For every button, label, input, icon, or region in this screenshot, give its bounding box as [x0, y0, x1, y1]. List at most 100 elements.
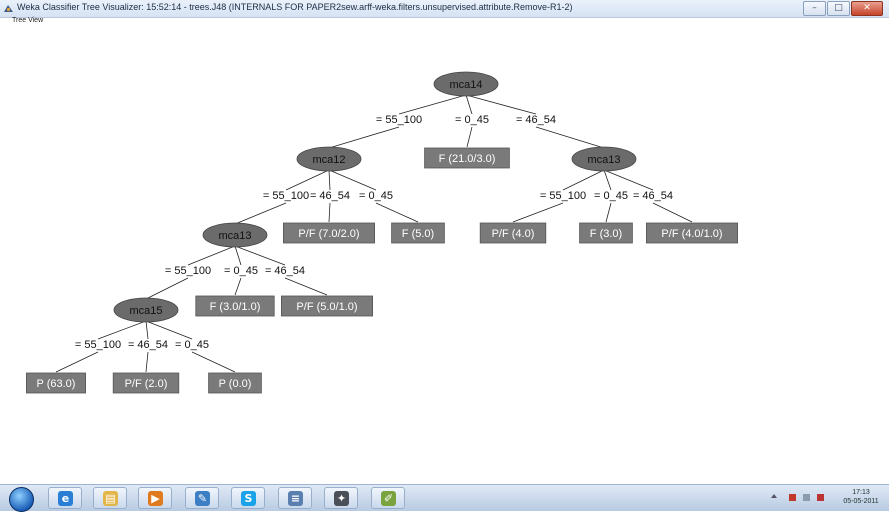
edge-line: [234, 277, 242, 296]
node-ellipse: [571, 146, 637, 172]
taskbar-app-button[interactable]: ▶: [138, 487, 172, 509]
leaf-label: F (21.0/3.0): [439, 153, 496, 165]
taskbar-app-button[interactable]: ▤: [93, 487, 127, 509]
edge-line: [145, 351, 149, 373]
edge-label: = 46_54: [516, 114, 556, 126]
leaf-label: P/F (2.0): [125, 378, 168, 390]
edge-label: = 55_100: [376, 114, 422, 126]
edge-label: = 0_45: [594, 190, 628, 202]
edge-line: [234, 245, 242, 266]
taskbar-app-button[interactable]: ✦: [324, 487, 358, 509]
tree-edge: = 46_54: [603, 169, 693, 223]
minimize-button[interactable]: –: [803, 1, 826, 16]
taskbar-app-button[interactable]: S: [231, 487, 265, 509]
start-button[interactable]: [9, 487, 34, 512]
edge-label: = 55_100: [263, 190, 309, 202]
taskbar: e ▤ ▶ ✎ S ≡ ✦ ✐ 17:13 05-05-2011: [0, 484, 889, 512]
tree-leaf[interactable]: P/F (7.0/2.0): [282, 222, 375, 244]
tree-edge: = 55_100: [328, 94, 467, 149]
leaf-box: [479, 222, 547, 244]
node-label: mca15: [129, 305, 162, 317]
tree-leaf[interactable]: P (0.0): [208, 372, 262, 394]
tree-edge: = 0_45: [224, 245, 258, 296]
edge-label: = 0_45: [224, 265, 258, 277]
edge-line: [605, 202, 612, 223]
edge-line: [562, 169, 605, 191]
leaf-label: F (3.0/1.0): [210, 301, 261, 313]
tree-edge: = 55_100: [234, 169, 330, 225]
tree-node[interactable]: mca15: [113, 297, 179, 323]
edge-line: [466, 126, 473, 148]
tree-leaf[interactable]: P (63.0): [25, 372, 87, 394]
action-center-icon[interactable]: [789, 494, 796, 501]
volume-icon[interactable]: [817, 494, 824, 501]
leaf-box: [208, 372, 262, 394]
tree-node[interactable]: mca13: [571, 146, 637, 172]
edge-label: = 0_45: [455, 114, 489, 126]
edge-line: [603, 169, 654, 191]
node-label: mca13: [218, 230, 251, 242]
skype-icon: S: [241, 491, 256, 506]
tree-edge: = 0_45: [328, 169, 419, 223]
title-bar[interactable]: Weka Classifier Tree Visualizer: 15:52:1…: [0, 0, 889, 18]
taskbar-app-button[interactable]: ✎: [185, 487, 219, 509]
edge-label: = 55_100: [75, 339, 121, 351]
paint-icon: ✎: [195, 491, 210, 506]
tree-edge: = 0_45: [145, 320, 236, 373]
tree-leaf[interactable]: F (5.0): [391, 222, 445, 244]
tree-edge: = 55_100: [55, 320, 147, 373]
clock-time: 17:13: [852, 489, 870, 496]
edge-label: = 46_54: [265, 265, 305, 277]
tree-leaf[interactable]: F (3.0): [579, 222, 633, 244]
tree-view-label[interactable]: Tree View: [12, 17, 44, 24]
leaf-label: P/F (7.0/2.0): [298, 228, 359, 240]
tree-leaf[interactable]: P/F (2.0): [112, 372, 180, 394]
edge-line: [465, 94, 473, 115]
tree-leaf[interactable]: F (21.0/3.0): [424, 147, 510, 169]
tree-leaf[interactable]: P/F (4.0): [479, 222, 547, 244]
clock-date: 05-05-2011: [843, 498, 879, 505]
network-icon[interactable]: [803, 494, 810, 501]
tree-node[interactable]: mca13: [202, 222, 268, 248]
tree-edge: = 0_45: [455, 94, 489, 148]
edge-line: [285, 169, 330, 191]
edge-line: [328, 169, 377, 191]
show-hidden-icons-icon[interactable]: [771, 494, 777, 498]
decision-tree[interactable]: = 55_100 = 0_45 = 46_54 = 55_100 = 46_54 = 0_…: [0, 27, 889, 484]
media-player-icon: ▶: [148, 491, 163, 506]
edge-label: = 0_45: [359, 190, 393, 202]
edge-line: [652, 202, 693, 223]
document-icon: ≡: [288, 491, 303, 506]
edge-label: = 55_100: [540, 190, 586, 202]
brush-app-icon: ✐: [381, 491, 396, 506]
tree-node[interactable]: mca12: [296, 146, 362, 172]
taskbar-app-button[interactable]: ≡: [278, 487, 312, 509]
leaf-label: P (0.0): [219, 378, 252, 390]
close-button[interactable]: ✕: [851, 1, 883, 16]
tree-edge: = 46_54: [234, 245, 328, 296]
leaf-box: [280, 295, 373, 317]
clock[interactable]: 17:13 05-05-2011: [841, 488, 881, 506]
edge-line: [191, 351, 236, 373]
tree-node[interactable]: mca14: [433, 71, 499, 97]
maximize-button[interactable]: □: [827, 1, 850, 16]
edge-line: [145, 277, 189, 300]
node-ellipse: [113, 297, 179, 323]
edge-line: [328, 126, 400, 149]
tree-canvas[interactable]: = 55_100 = 0_45 = 46_54 = 55_100 = 46_54 = 0_…: [0, 27, 889, 484]
system-tray: 17:13 05-05-2011: [761, 488, 881, 508]
leaf-box: [195, 295, 275, 317]
tree-leaf[interactable]: P/F (5.0/1.0): [280, 295, 373, 317]
leaf-label: P/F (4.0/1.0): [661, 228, 722, 240]
taskbar-app-button[interactable]: ✐: [371, 487, 405, 509]
node-ellipse: [433, 71, 499, 97]
tree-leaf[interactable]: P/F (4.0/1.0): [646, 222, 739, 244]
tree-edge: = 55_100: [512, 169, 605, 223]
leaf-box: [391, 222, 445, 244]
tree-edge: = 46_54: [465, 94, 605, 149]
edge-line: [97, 320, 147, 340]
tree-leaf[interactable]: F (3.0/1.0): [195, 295, 275, 317]
taskbar-app-button[interactable]: e: [48, 487, 82, 509]
edge-line: [145, 320, 193, 340]
edge-label: = 46_54: [633, 190, 673, 202]
